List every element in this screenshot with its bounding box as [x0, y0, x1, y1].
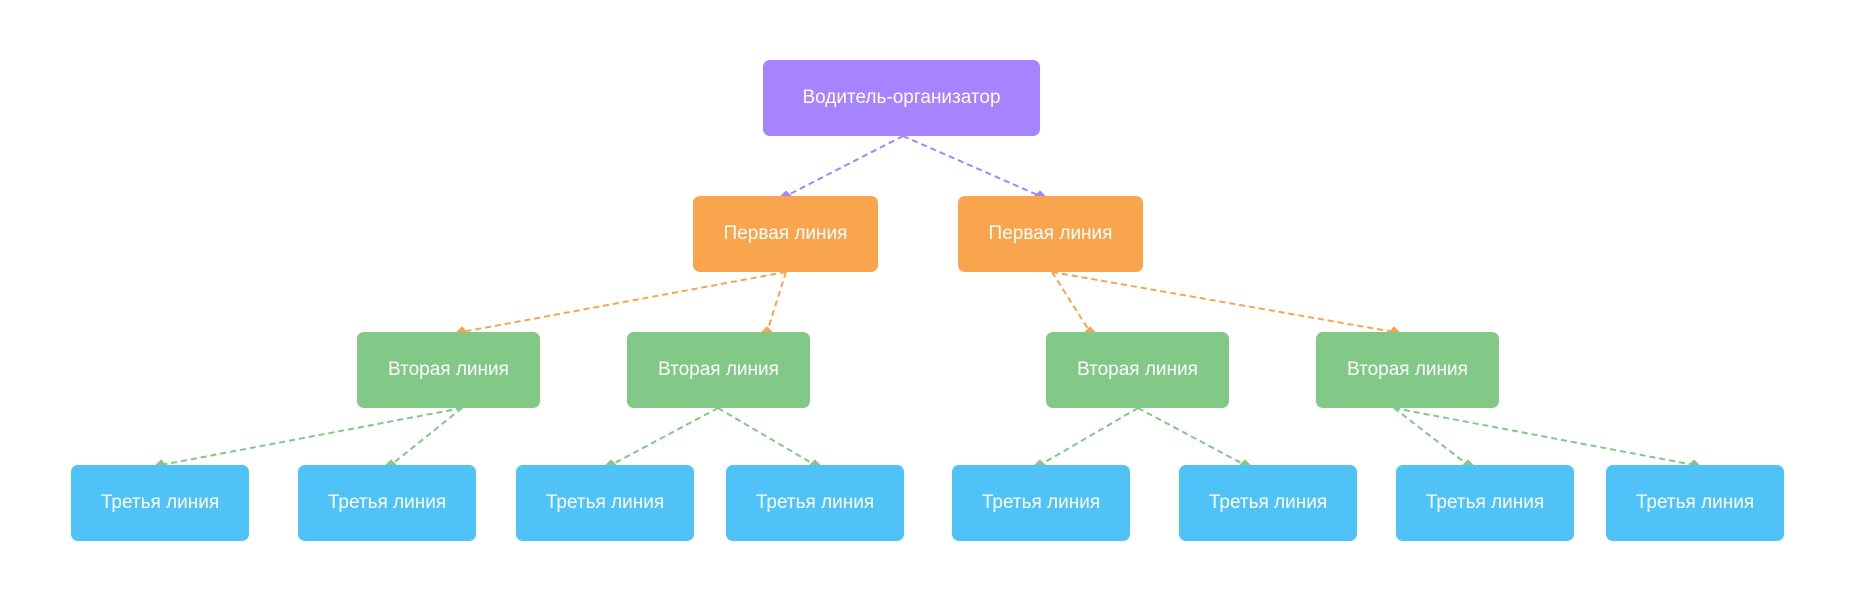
- connector-line: [1137, 407, 1246, 466]
- connector-line: [461, 271, 787, 333]
- connector-line: [766, 271, 787, 333]
- connector-line: [1051, 271, 1395, 333]
- third-line-node: Третья линия: [952, 465, 1130, 541]
- second-line-node: Вторая линия: [357, 332, 540, 408]
- second-line-node: Вторая линия: [627, 332, 810, 408]
- connector-line: [1393, 407, 1469, 466]
- third-line-node: Третья линия: [1179, 465, 1357, 541]
- second-line-node: Вторая линия: [1046, 332, 1229, 408]
- connector-line: [717, 407, 816, 466]
- connector-line: [610, 407, 719, 466]
- first-line-node: Первая линия: [693, 196, 878, 272]
- connector-line: [160, 407, 463, 466]
- connector-line: [785, 135, 904, 197]
- first-line-node: Первая линия: [958, 196, 1143, 272]
- connector-line: [1051, 271, 1091, 333]
- third-line-node: Третья линия: [298, 465, 476, 541]
- connector-line: [902, 135, 1041, 197]
- connector-line: [1393, 407, 1695, 466]
- root-line-node: Водитель-организатор: [763, 60, 1040, 136]
- third-line-node: Третья линия: [71, 465, 249, 541]
- third-line-node: Третья линия: [1606, 465, 1784, 541]
- third-line-node: Третья линия: [1396, 465, 1574, 541]
- second-line-node: Вторая линия: [1316, 332, 1499, 408]
- connector-line: [390, 407, 463, 466]
- third-line-node: Третья линия: [516, 465, 694, 541]
- third-line-node: Третья линия: [726, 465, 904, 541]
- connector-line: [1039, 407, 1139, 466]
